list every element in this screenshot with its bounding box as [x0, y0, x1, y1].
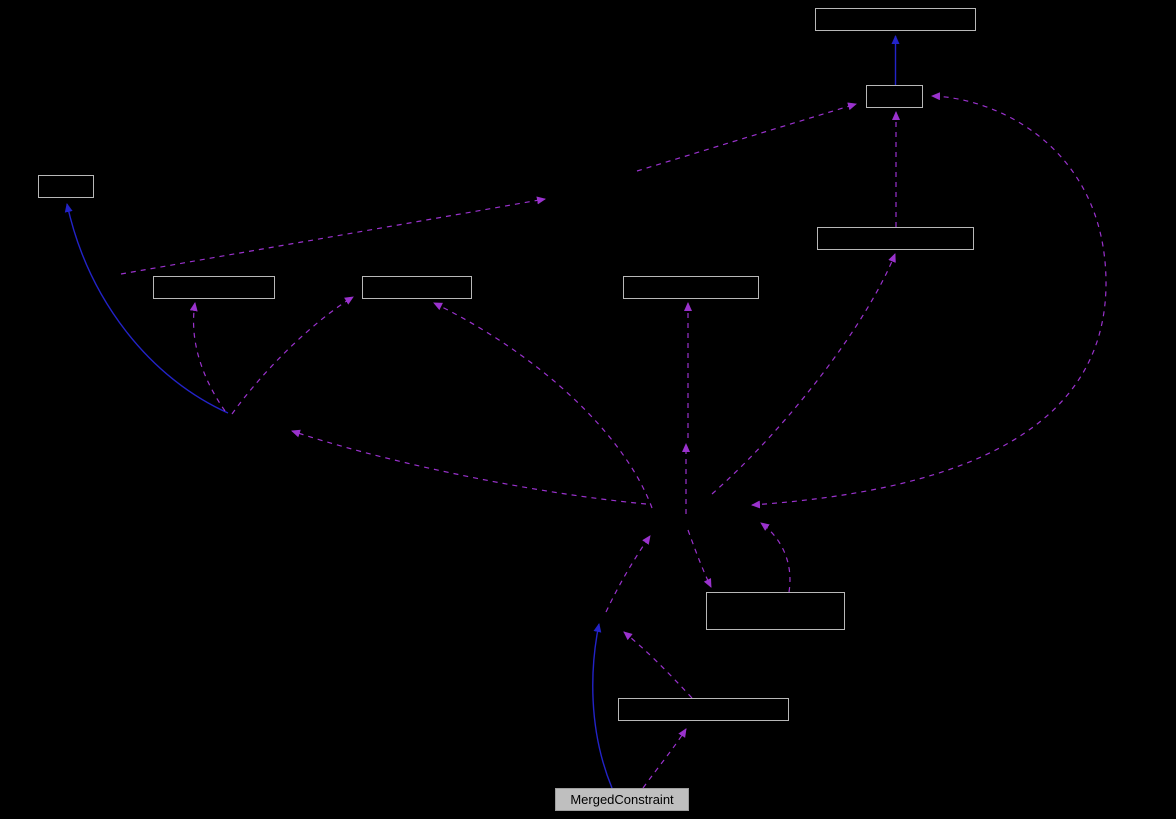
edge-usage-14: [605, 535, 651, 613]
edge-usage-7: [291, 429, 647, 505]
diagram-node-8[interactable]: [706, 592, 845, 630]
edge-inheritance-3: [592, 623, 613, 789]
diagram-node-1[interactable]: [815, 8, 976, 31]
node-label: MergedConstraint: [570, 792, 674, 807]
diagram-node-mergedconstraint[interactable]: MergedConstraint: [555, 788, 689, 811]
edge-usage-12: [687, 529, 712, 588]
diagram-node-5[interactable]: [153, 276, 275, 299]
diagram-node-9[interactable]: [618, 698, 789, 721]
edge-usage-6: [433, 302, 653, 509]
edge-usage-16: [642, 728, 687, 789]
edge-usage-4: [189, 302, 226, 412]
diagram-node-2[interactable]: [866, 85, 923, 108]
edge-usage-15: [623, 631, 693, 699]
edge-usage-2: [120, 196, 546, 275]
edge-inheritance-2: [64, 203, 229, 414]
edge-usage-11: [751, 92, 1107, 509]
diagram-node-6[interactable]: [362, 276, 472, 299]
edge-usage-5: [231, 296, 354, 415]
edge-usage-13: [760, 522, 791, 593]
diagram-node-4[interactable]: [817, 227, 974, 250]
diagram-node-7[interactable]: [623, 276, 759, 299]
diagram-node-3[interactable]: [38, 175, 94, 198]
edge-usage-3: [636, 102, 857, 172]
